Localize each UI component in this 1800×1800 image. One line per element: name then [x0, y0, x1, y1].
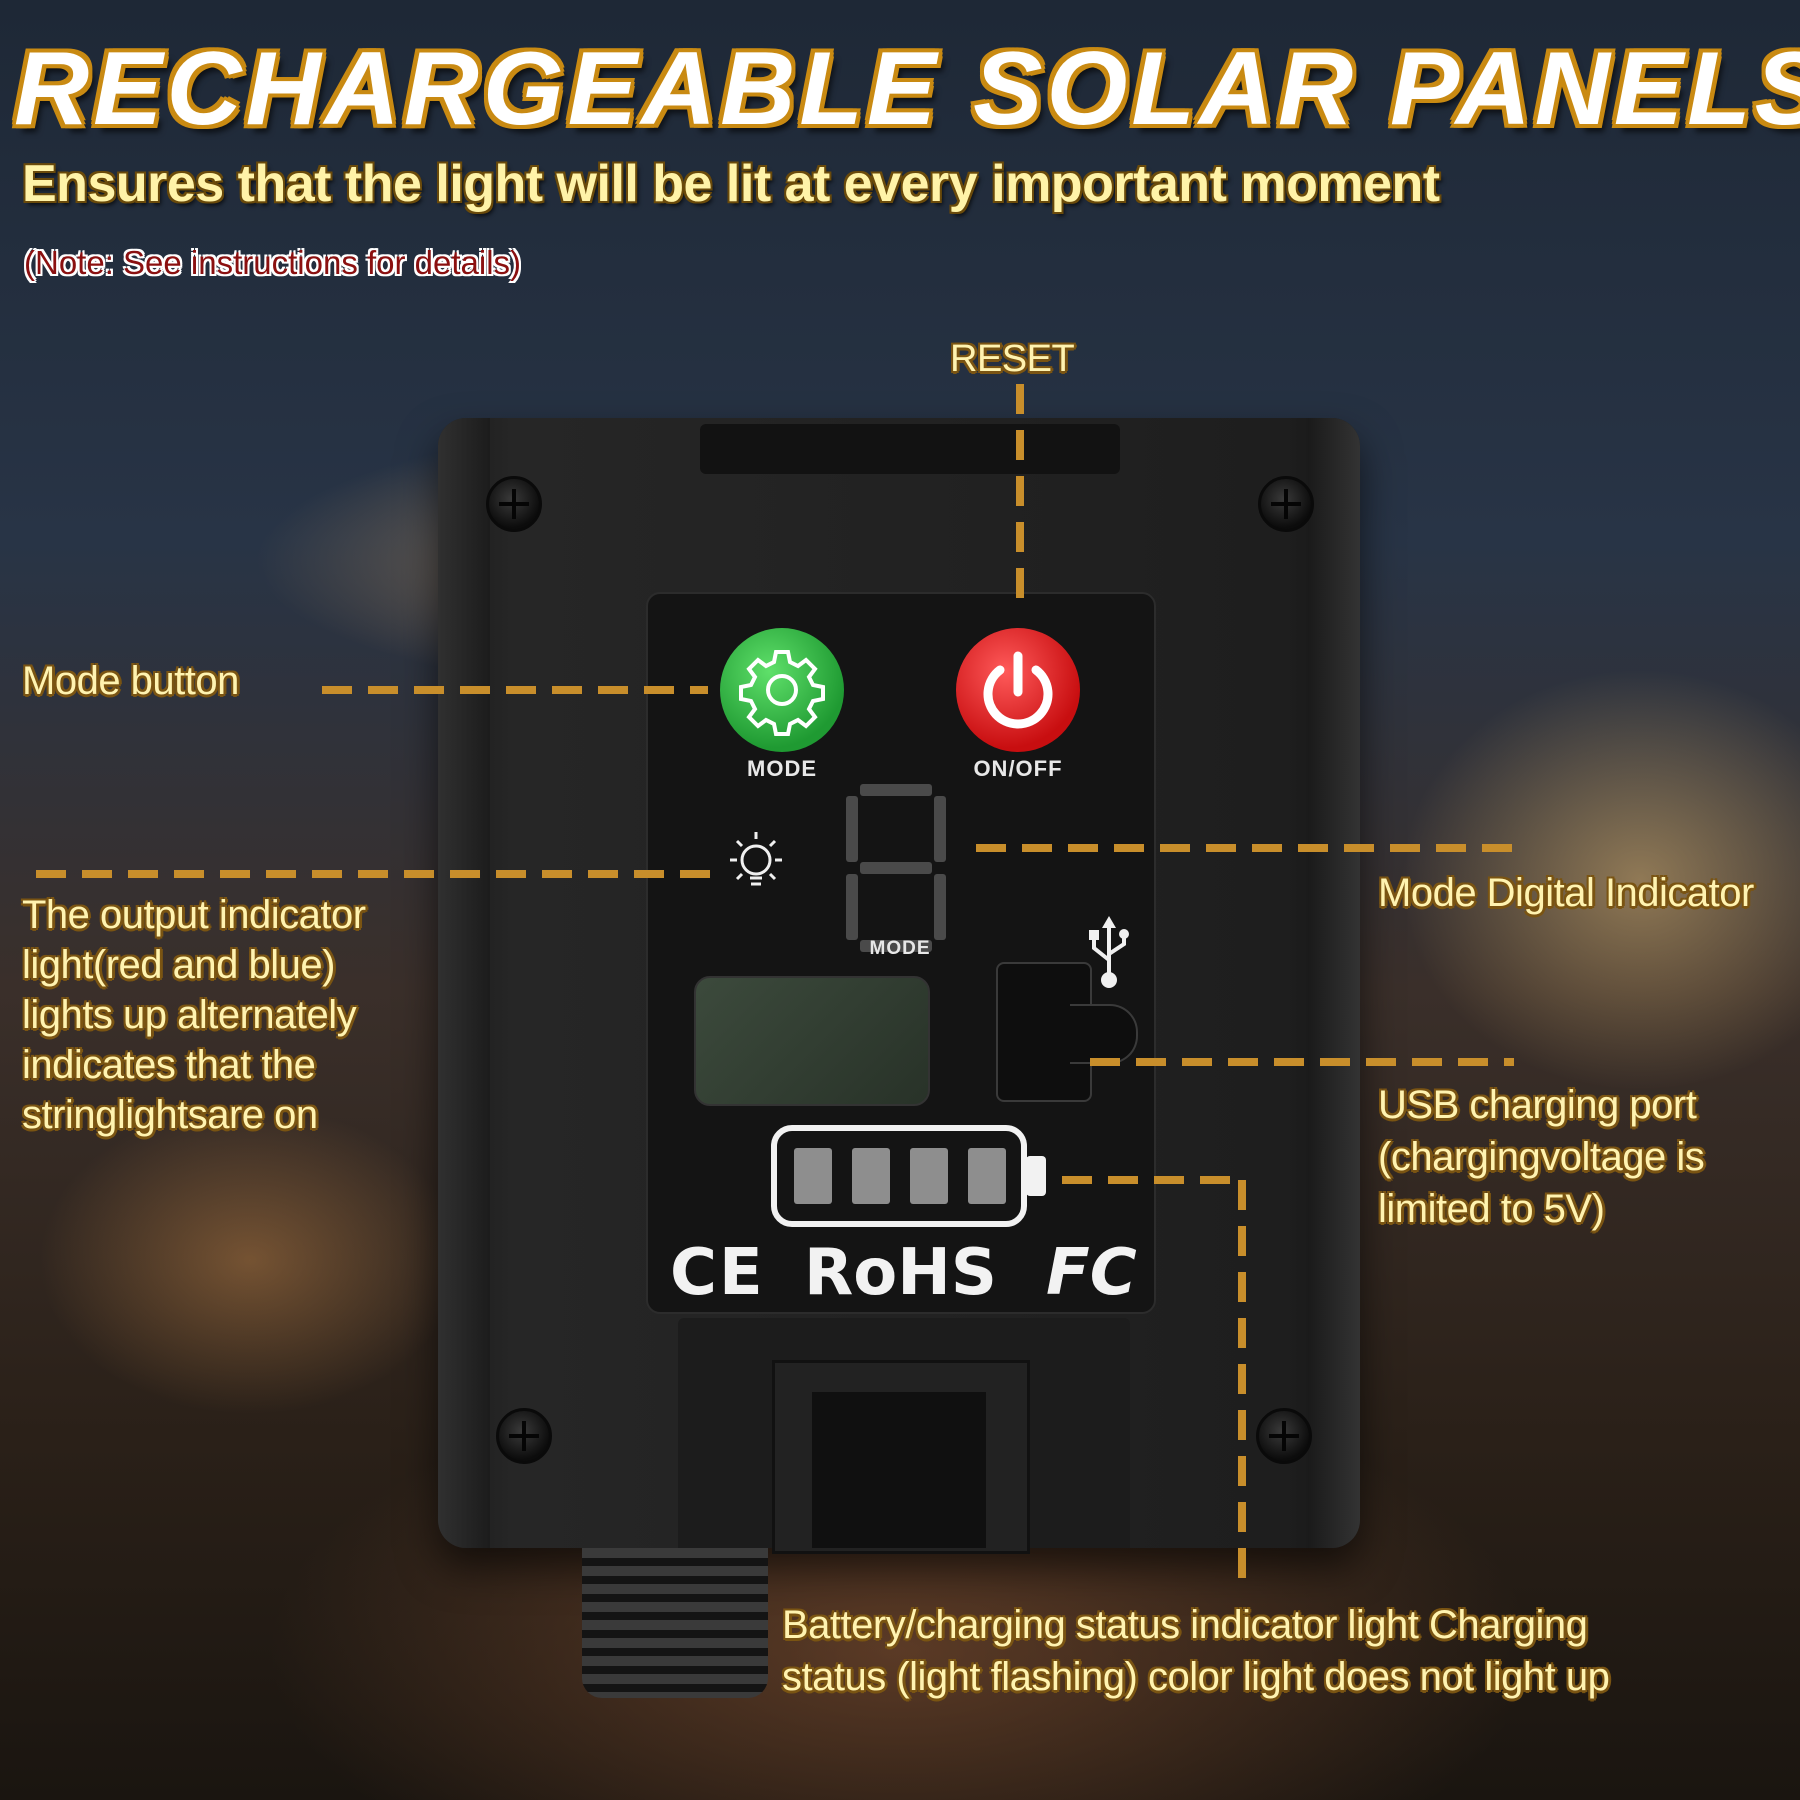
- bulb-icon: [730, 832, 782, 886]
- screw-icon: [1258, 476, 1314, 532]
- usb-icon: [1089, 916, 1129, 988]
- callout-line: Battery/charging status indicator light …: [782, 1603, 1588, 1647]
- power-icon: [983, 651, 1053, 729]
- mode-button[interactable]: [720, 628, 844, 752]
- top-mount-slot: [700, 424, 1120, 474]
- threaded-connector: [582, 1548, 768, 1698]
- callout-line: limited to 5V): [1378, 1187, 1605, 1231]
- battery-level-bar: [968, 1148, 1006, 1204]
- reset-callout: RESET: [950, 338, 1075, 380]
- callout-line: (chargingvoltage is: [1378, 1135, 1705, 1179]
- output-indicator-window: [694, 976, 930, 1106]
- callout-line: USB charging port: [1378, 1083, 1697, 1127]
- battery-icon: [771, 1125, 1046, 1227]
- bottom-clip-opening: [812, 1392, 986, 1548]
- rohs-mark: RoHS: [804, 1236, 997, 1310]
- callout-line: stringlightsare on: [22, 1093, 318, 1137]
- headline: RECHARGEABLE SOLAR PANELS: [14, 31, 1800, 147]
- power-button[interactable]: [956, 628, 1080, 752]
- screw-icon: [1256, 1408, 1312, 1464]
- fcc-mark: FC: [1046, 1236, 1137, 1310]
- battery-level-bar: [910, 1148, 948, 1204]
- box-right-edge: [1308, 418, 1360, 1548]
- mode-button-callout: Mode button: [22, 659, 239, 703]
- box-left-edge: [438, 418, 490, 1548]
- output-indicator-leader-line: [36, 870, 726, 878]
- callout-line: The output indicator: [22, 893, 366, 937]
- screw-icon: [486, 476, 542, 532]
- mode-button-leader-line: [322, 686, 708, 694]
- ce-mark: CE: [670, 1236, 765, 1310]
- usb-port-leader-line: [1090, 1058, 1514, 1066]
- digit-label: MODE: [869, 938, 931, 959]
- screw-icon: [496, 1408, 552, 1464]
- power-button-label: ON/OFF: [973, 756, 1063, 781]
- mode-button-label: MODE: [747, 756, 817, 781]
- battery-leader-line-v: [1238, 1180, 1246, 1590]
- battery-level-bar: [794, 1148, 832, 1204]
- usb-port-cover: [1070, 1004, 1138, 1064]
- callout-line: lights up alternately: [22, 993, 357, 1037]
- battery-level-bar: [852, 1148, 890, 1204]
- mode-digital-indicator-callout: Mode Digital Indicator: [1378, 871, 1754, 915]
- gear-icon: [739, 650, 825, 736]
- callout-line: status (light flashing) color light does…: [782, 1655, 1610, 1699]
- mode-digital-leader-line: [976, 844, 1514, 852]
- battery-leader-line-h: [1062, 1176, 1246, 1184]
- reset-leader-line: [1016, 384, 1024, 608]
- note-text: (Note: See instructions for details): [24, 244, 522, 281]
- callout-line: indicates that the: [22, 1043, 316, 1087]
- callout-line: light(red and blue): [22, 943, 335, 987]
- subheadline: Ensures that the light will be lit at ev…: [22, 155, 1440, 213]
